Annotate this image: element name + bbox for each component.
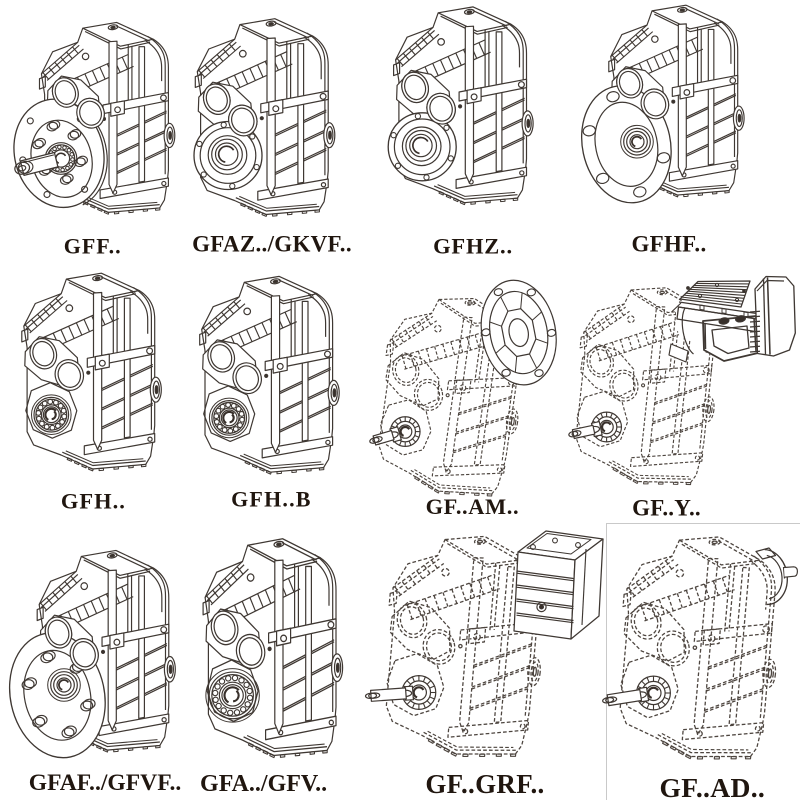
svg-text:GF..Y..: GF..Y.. bbox=[632, 496, 701, 521]
svg-text:GFH..: GFH.. bbox=[61, 489, 126, 514]
svg-text:GF..AD..: GF..AD.. bbox=[659, 772, 765, 800]
svg-text:GFHZ..: GFHZ.. bbox=[433, 234, 513, 259]
svg-text:GFH..B: GFH..B bbox=[231, 487, 312, 512]
svg-text:GF..GRF..: GF..GRF.. bbox=[425, 769, 544, 799]
svg-text:GFAZ../GKVF..: GFAZ../GKVF.. bbox=[192, 232, 352, 257]
svg-text:GFF..: GFF.. bbox=[64, 234, 122, 259]
svg-text:GFA../GFV..: GFA../GFV.. bbox=[200, 771, 327, 797]
svg-text:GFHF..: GFHF.. bbox=[631, 232, 706, 257]
svg-text:GF..AM..: GF..AM.. bbox=[426, 494, 520, 519]
svg-text:GFAF../GFVF..: GFAF../GFVF.. bbox=[29, 770, 182, 796]
